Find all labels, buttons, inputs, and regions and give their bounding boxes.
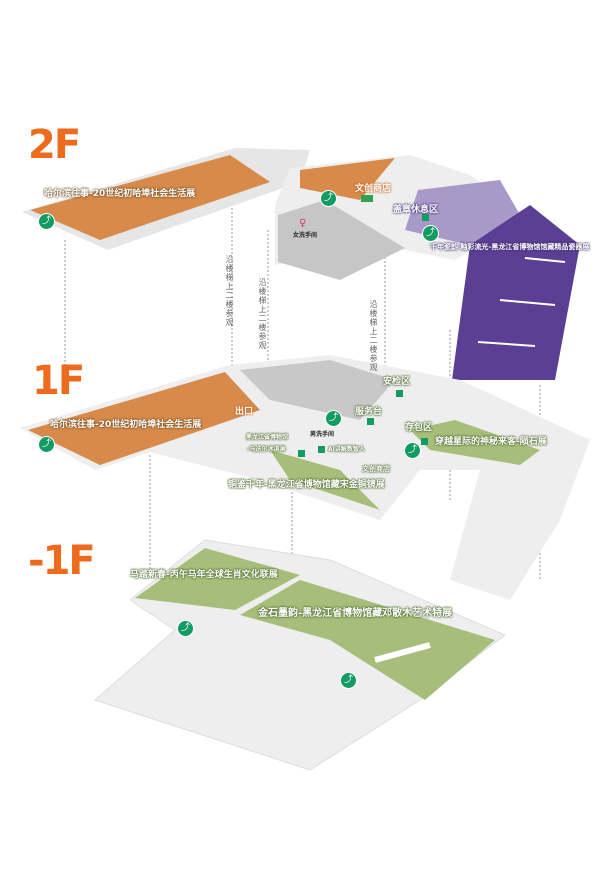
guide-text: 沿楼梯上二楼参观	[258, 278, 267, 350]
label-1f-exit[interactable]: 出口	[235, 407, 254, 417]
shop-marker	[361, 195, 373, 202]
stamp-marker	[422, 214, 429, 221]
floor-1f-shapes	[20, 355, 590, 600]
escalator-icon: ⤴	[325, 410, 342, 427]
label-2f-harbin[interactable]: 哈尔滨往事-20世纪初哈埠社会生活展	[44, 189, 196, 199]
women-wc-icon: ♀	[299, 218, 307, 229]
label-1f-harbin[interactable]: 哈尔滨往事-20世纪初哈埠社会生活展	[50, 420, 202, 430]
escalator-icon: ⤴	[38, 436, 55, 453]
label-b1-horse[interactable]: 马踏新春-丙午马年全球生肖文化联展	[130, 570, 278, 580]
guide-text: 沿楼梯上二楼参观	[369, 300, 378, 372]
floor-label-1f: 1F	[32, 358, 85, 404]
label-1f-service[interactable]: 服务台	[355, 407, 383, 417]
icecream-marker	[298, 450, 305, 457]
label-1f-ai[interactable]: AI讲解数智人	[328, 446, 365, 453]
label-1f-icecream-2[interactable]: -马迭尔冰淇淋	[247, 446, 286, 453]
ai-marker	[318, 446, 325, 453]
label-1f-security[interactable]: 安检区	[383, 377, 411, 387]
label-1f-shop[interactable]: 文创商店	[362, 465, 390, 473]
service-marker	[367, 418, 374, 425]
label-2f-porcelain[interactable]: 千年瓷韵 釉彩流光-黑龙江省博物馆馆藏精品瓷器展	[430, 243, 590, 251]
escalator-icon: ⤴	[404, 442, 421, 459]
floor-label-b1: -1F	[28, 538, 96, 584]
label-1f-meteorite[interactable]: 穿越星际的神秘来客-陨石展	[435, 437, 547, 447]
security-marker	[396, 390, 403, 397]
locker-marker	[421, 438, 428, 445]
floor-2f-shapes	[22, 148, 580, 380]
floor-label-2f: 2F	[28, 122, 81, 168]
escalator-icon: ⤴	[340, 672, 357, 689]
label-1f-icecream[interactable]: 黑龙江省博物馆	[246, 434, 289, 441]
label-1f-men-wc[interactable]: 男洗手间	[310, 431, 335, 438]
escalator-icon: ⤴	[177, 620, 194, 637]
guide-text: 沿楼梯上二楼参观	[225, 255, 234, 327]
label-2f-stamp[interactable]: 盖章休息区	[393, 205, 439, 215]
label-2f-shop[interactable]: 文创商店	[355, 184, 392, 194]
escalator-icon: ⤴	[38, 213, 55, 230]
label-1f-locker[interactable]: 存包区	[405, 423, 433, 433]
escalator-icon: ⤴	[320, 190, 337, 207]
label-1f-mirror[interactable]: 铜鉴千年-黑龙江省博物馆藏宋金铜镜展	[228, 480, 385, 490]
label-b1-deng[interactable]: 金石墨韵-黑龙江省博物馆藏邓散木艺术特展	[258, 608, 453, 619]
escalator-icon: ⤴	[422, 225, 439, 242]
floor-b1-shapes	[94, 539, 506, 771]
label-2f-women-wc[interactable]: 女洗手间	[293, 232, 318, 239]
